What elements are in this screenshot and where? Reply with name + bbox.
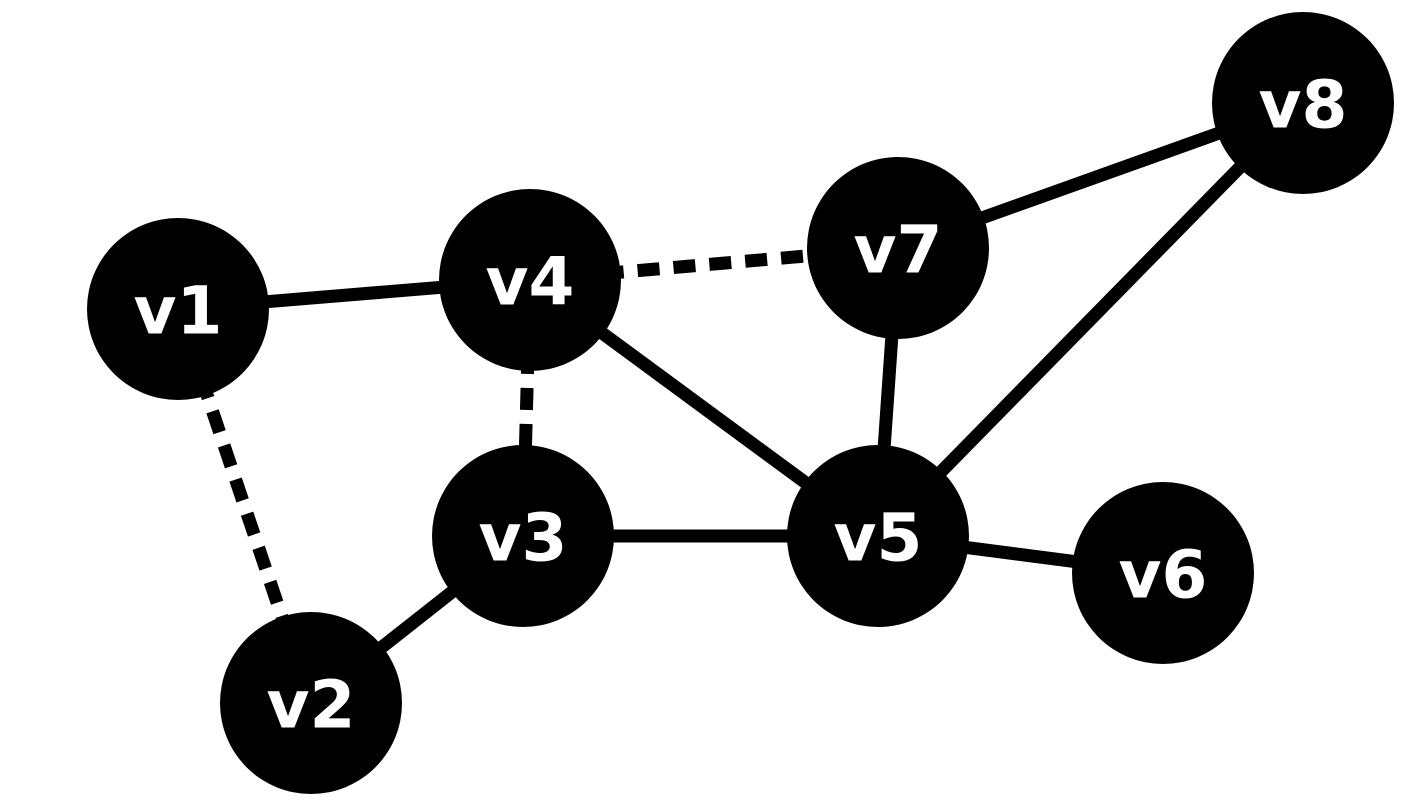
- node-circle-v6: [1072, 482, 1254, 664]
- node-v6: v6: [1072, 482, 1254, 664]
- node-label-v4: v4: [486, 244, 575, 321]
- node-v1: v1: [87, 218, 269, 400]
- nodes-layer: v1 v2 v3 v4 v5 v6 v7 v8: [87, 12, 1394, 794]
- edge-v8-v5: [873, 98, 1308, 541]
- node-label-v7: v7: [854, 212, 943, 289]
- node-circle-v8: [1212, 12, 1394, 194]
- node-circle-v7: [807, 157, 989, 339]
- node-v5: v5: [787, 445, 969, 627]
- node-v3: v3: [432, 445, 614, 627]
- node-circle-v2: [220, 612, 402, 794]
- node-circle-v1: [87, 218, 269, 400]
- node-label-v3: v3: [479, 500, 568, 577]
- node-v4: v4: [439, 189, 621, 371]
- node-label-v8: v8: [1259, 67, 1348, 144]
- node-label-v2: v2: [267, 667, 356, 744]
- node-circle-v4: [439, 189, 621, 371]
- node-circle-v5: [787, 445, 969, 627]
- node-v7: v7: [807, 157, 989, 339]
- node-label-v5: v5: [834, 500, 923, 577]
- node-circle-v3: [432, 445, 614, 627]
- node-label-v1: v1: [134, 273, 223, 350]
- node-label-v6: v6: [1119, 537, 1208, 614]
- node-v8: v8: [1212, 12, 1394, 194]
- node-v2: v2: [220, 612, 402, 794]
